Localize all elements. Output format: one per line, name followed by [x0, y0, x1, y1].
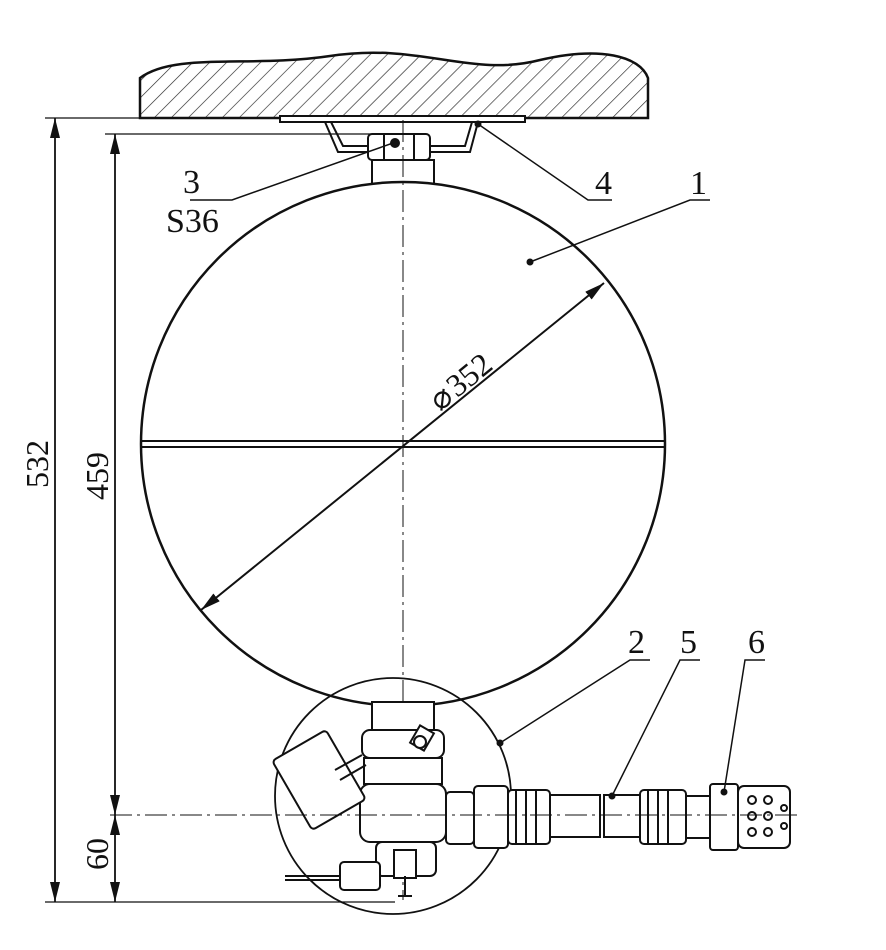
- dim-532: 532: [19, 440, 55, 488]
- leader-lines: [190, 123, 765, 797]
- callout-1: 1: [690, 165, 707, 202]
- callout-3: 3: [183, 164, 200, 201]
- valve-assembly: [359, 701, 447, 897]
- leader-dots: [474, 120, 728, 800]
- callout-2: 2: [628, 624, 645, 661]
- callout-4: 4: [595, 165, 612, 202]
- dim-60: 60: [79, 838, 115, 870]
- dim-459: 459: [79, 452, 115, 500]
- extension-lines: [45, 117, 395, 903]
- hex-nut: [367, 133, 431, 161]
- callout-3-size: S36: [166, 203, 219, 240]
- ceiling-hatched: [138, 51, 650, 120]
- callout-6: 6: [748, 624, 765, 661]
- valve-screw: [408, 723, 436, 753]
- callout-5: 5: [680, 624, 697, 661]
- hose-fittings: [445, 783, 739, 851]
- diameter-dimension-line: [200, 282, 605, 611]
- filter-element: [737, 785, 791, 849]
- side-sensor: [285, 861, 381, 891]
